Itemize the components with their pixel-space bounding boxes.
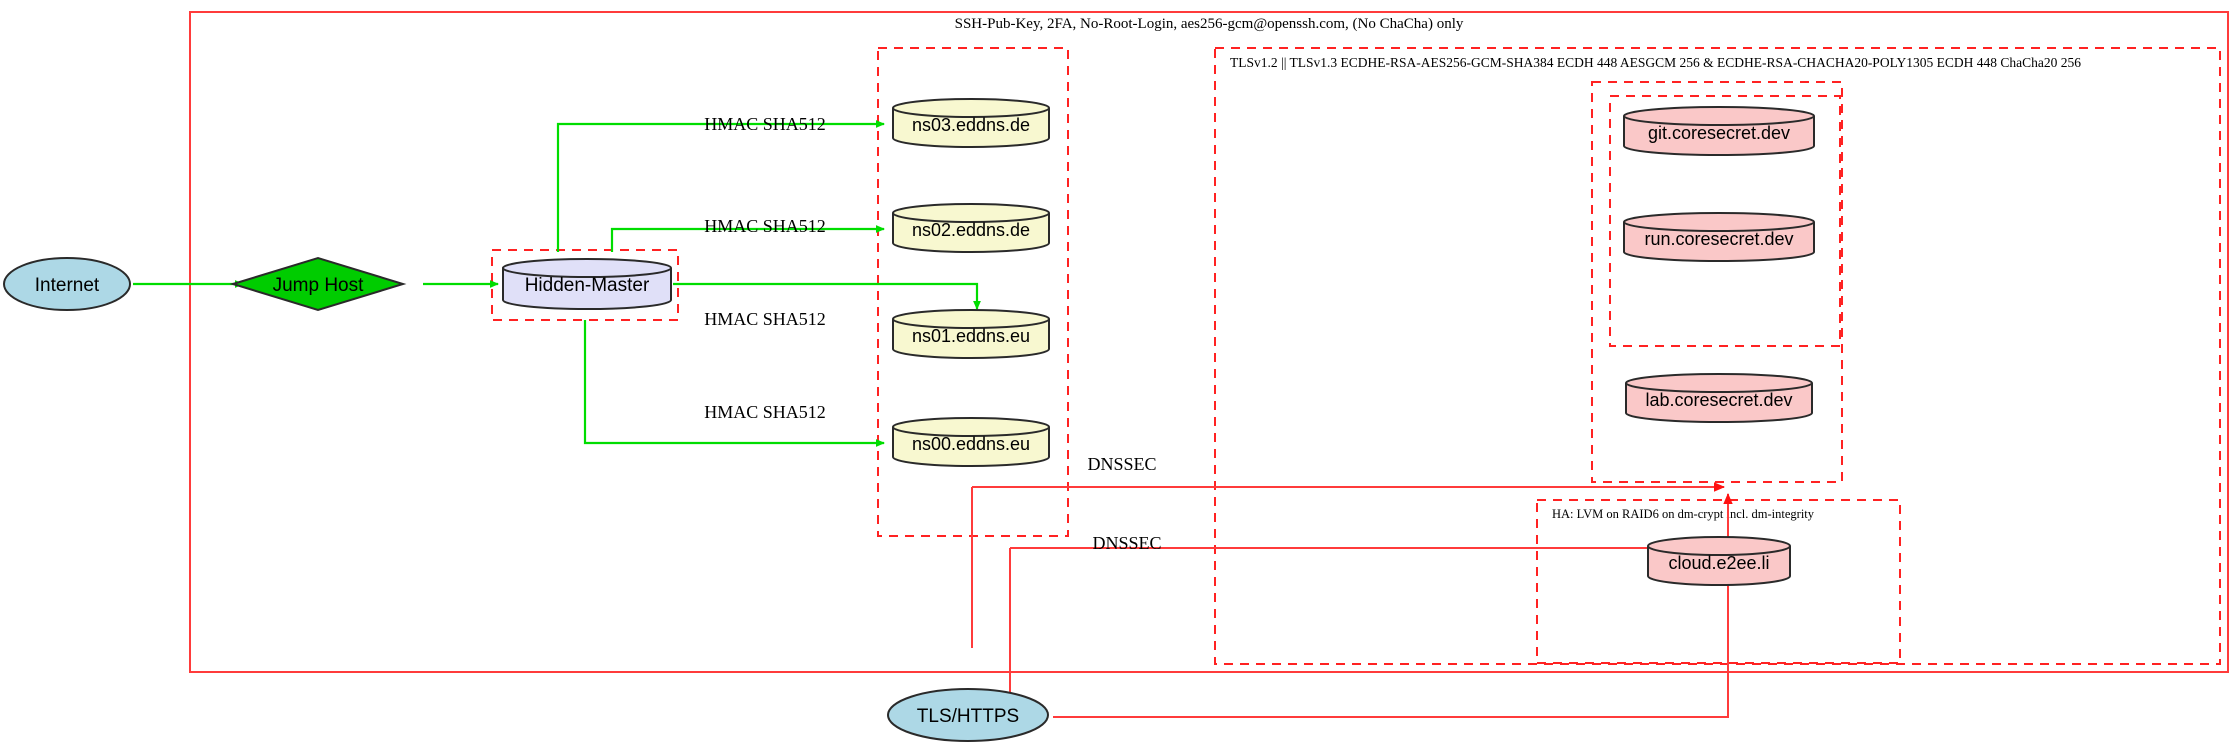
node-ns00-label: ns00.eddns.eu	[912, 434, 1030, 454]
edge-label-dnssec-upper: DNSSEC	[1087, 454, 1156, 474]
ssh-cluster-box	[189, 11, 2229, 673]
node-ns00[interactable]: ns00.eddns.eu	[892, 417, 1050, 467]
edge-label-hmac-ns00: HMAC SHA512	[704, 402, 826, 422]
ssh-cluster-label: SSH-Pub-Key, 2FA, No-Root-Login, aes256-…	[955, 16, 1464, 32]
edge-label-hmac-ns01: HMAC SHA512	[704, 309, 826, 329]
edge-hiddenmaster-to-ns03	[556, 120, 885, 252]
edge-label-hmac-ns03: HMAC SHA512	[704, 114, 826, 134]
node-internet-label: Internet	[35, 275, 100, 296]
node-cloud-e2ee-label: cloud.e2ee.li	[1668, 553, 1769, 573]
node-ns01[interactable]: ns01.eddns.eu	[892, 309, 1050, 359]
node-hidden-master[interactable]: Hidden-Master	[502, 258, 672, 310]
node-ns02[interactable]: ns02.eddns.de	[892, 203, 1050, 253]
edge-tls-bottom-rail	[1053, 700, 1729, 718]
node-ns03-label: ns03.eddns.de	[912, 115, 1030, 135]
node-tls-https[interactable]: TLS/HTTPS	[887, 688, 1049, 742]
node-ns03[interactable]: ns03.eddns.de	[892, 98, 1050, 148]
coresecret-outer-cluster-box	[1591, 81, 1843, 483]
node-lab-coresecret-label: lab.coresecret.dev	[1645, 390, 1792, 410]
node-lab-coresecret[interactable]: lab.coresecret.dev	[1625, 373, 1813, 423]
node-ns01-label: ns01.eddns.eu	[912, 326, 1030, 346]
node-run-coresecret-label: run.coresecret.dev	[1644, 229, 1793, 249]
node-internet[interactable]: Internet	[3, 257, 131, 311]
edge-hiddenmaster-to-ns01	[673, 282, 981, 310]
node-jump-host[interactable]: Jump Host	[229, 256, 407, 312]
ha-cluster-box	[1536, 499, 1901, 664]
ha-cluster-label: HA: LVM on RAID6 on dm-crypt incl. dm-in…	[1552, 507, 1815, 521]
tls-cluster-box	[1214, 47, 2221, 665]
node-tls-https-label: TLS/HTTPS	[917, 706, 1019, 727]
edge-label-hmac-ns02: HMAC SHA512	[704, 216, 826, 236]
node-hidden-master-label: Hidden-Master	[525, 275, 650, 296]
edge-label-dnssec-lower: DNSSEC	[1092, 533, 1161, 553]
node-git-coresecret[interactable]: git.coresecret.dev	[1623, 106, 1815, 156]
edge-hiddenmaster-to-ns00	[583, 320, 885, 447]
node-run-coresecret[interactable]: run.coresecret.dev	[1623, 212, 1815, 262]
node-git-coresecret-label: git.coresecret.dev	[1648, 123, 1790, 143]
tls-cluster-label: TLSv1.2 || TLSv1.3 ECDHE-RSA-AES256-GCM-…	[1230, 55, 2081, 70]
coresecret-inner-cluster-box	[1609, 95, 1841, 347]
node-cloud-e2ee[interactable]: cloud.e2ee.li	[1647, 536, 1791, 586]
node-jump-host-label: Jump Host	[273, 275, 365, 296]
edge-hiddenmaster-to-ns02	[610, 225, 885, 252]
node-ns02-label: ns02.eddns.de	[912, 220, 1030, 240]
